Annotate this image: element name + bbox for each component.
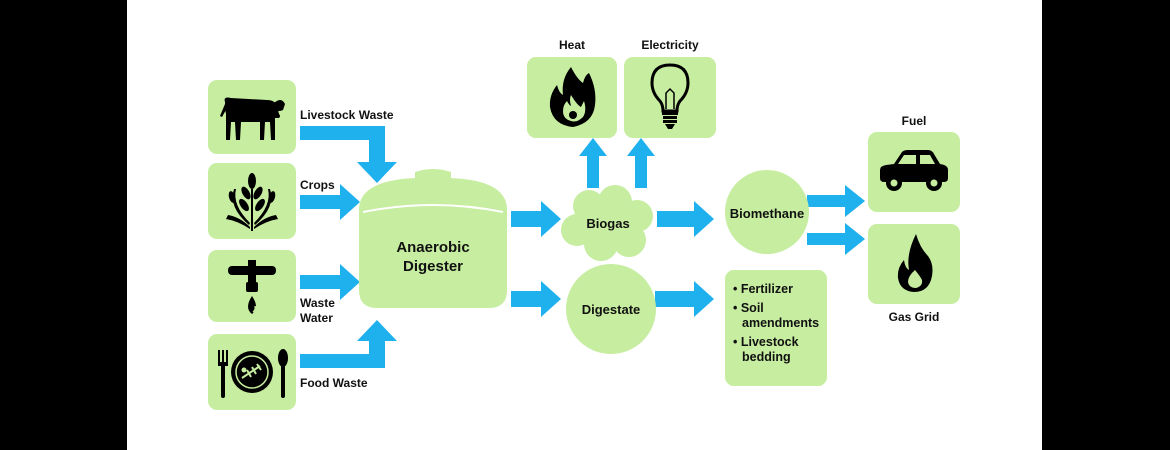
anaerobic-digester: Anaerobic Digester bbox=[357, 168, 509, 310]
crops-box bbox=[208, 163, 296, 239]
livestock-box bbox=[208, 80, 296, 154]
arrow-digestate-to-products bbox=[655, 281, 714, 317]
soil-amendments-item: • Soil amendments bbox=[733, 301, 820, 330]
arrow-biogas-to-biomethane bbox=[657, 201, 714, 237]
car-icon bbox=[876, 148, 952, 194]
waste-water-label: Waste Water bbox=[300, 296, 335, 325]
plate-icon bbox=[214, 344, 290, 400]
arrow-waste-water-to-digester bbox=[300, 264, 360, 300]
arrow-biomethane-to-fuel bbox=[807, 185, 865, 217]
livestock-bedding-item: • Livestock bedding bbox=[733, 335, 799, 364]
arrow-biomethane-to-gas-grid bbox=[807, 223, 865, 255]
heat-box bbox=[527, 57, 617, 138]
gas-flame-icon bbox=[896, 232, 934, 294]
digestate-circle: Digestate bbox=[566, 264, 656, 354]
arrow-food-waste-to-digester bbox=[300, 320, 397, 368]
fuel-box bbox=[868, 132, 960, 212]
food-waste-label: Food Waste bbox=[300, 376, 368, 390]
cow-icon bbox=[217, 92, 287, 144]
arrow-biogas-to-electricity bbox=[627, 138, 655, 188]
lightbulb-icon bbox=[650, 63, 690, 131]
flow-arrows bbox=[300, 126, 865, 368]
gas-grid-box bbox=[868, 224, 960, 304]
biogas-label: Biogas bbox=[586, 216, 630, 231]
arrow-digester-to-biogas bbox=[511, 201, 561, 237]
livestock-waste-label: Livestock Waste bbox=[300, 108, 394, 122]
fertilizer-item: • Fertilizer bbox=[733, 282, 793, 296]
diagram-canvas: Livestock Waste Crops Waste Water Food W… bbox=[127, 0, 1042, 450]
faucet-icon bbox=[222, 256, 282, 318]
flame-icon bbox=[547, 65, 597, 129]
crops-label: Crops bbox=[300, 178, 335, 192]
electricity-box bbox=[624, 57, 716, 138]
digestate-products-box: • Fertilizer • Soil amendments • Livesto… bbox=[725, 270, 827, 386]
food-waste-box bbox=[208, 334, 296, 410]
arrow-crops-to-digester bbox=[300, 184, 360, 220]
heat-label: Heat bbox=[558, 38, 585, 52]
arrow-livestock-to-digester bbox=[300, 126, 397, 183]
biomethane-circle: Biomethane bbox=[725, 170, 809, 254]
arrow-digester-to-digestate bbox=[511, 281, 561, 317]
fuel-label: Fuel bbox=[901, 114, 927, 128]
arrow-biogas-to-heat bbox=[579, 138, 607, 188]
waste-water-box bbox=[208, 250, 296, 322]
biogas-cloud: Biogas bbox=[559, 184, 657, 262]
gas-grid-label: Gas Grid bbox=[888, 310, 940, 324]
electricity-label: Electricity bbox=[641, 38, 699, 52]
biomethane-label: Biomethane bbox=[729, 206, 805, 221]
digester-label: Anaerobic Digester bbox=[396, 239, 470, 275]
wheat-icon bbox=[222, 171, 282, 233]
digestate-label: Digestate bbox=[581, 302, 641, 317]
